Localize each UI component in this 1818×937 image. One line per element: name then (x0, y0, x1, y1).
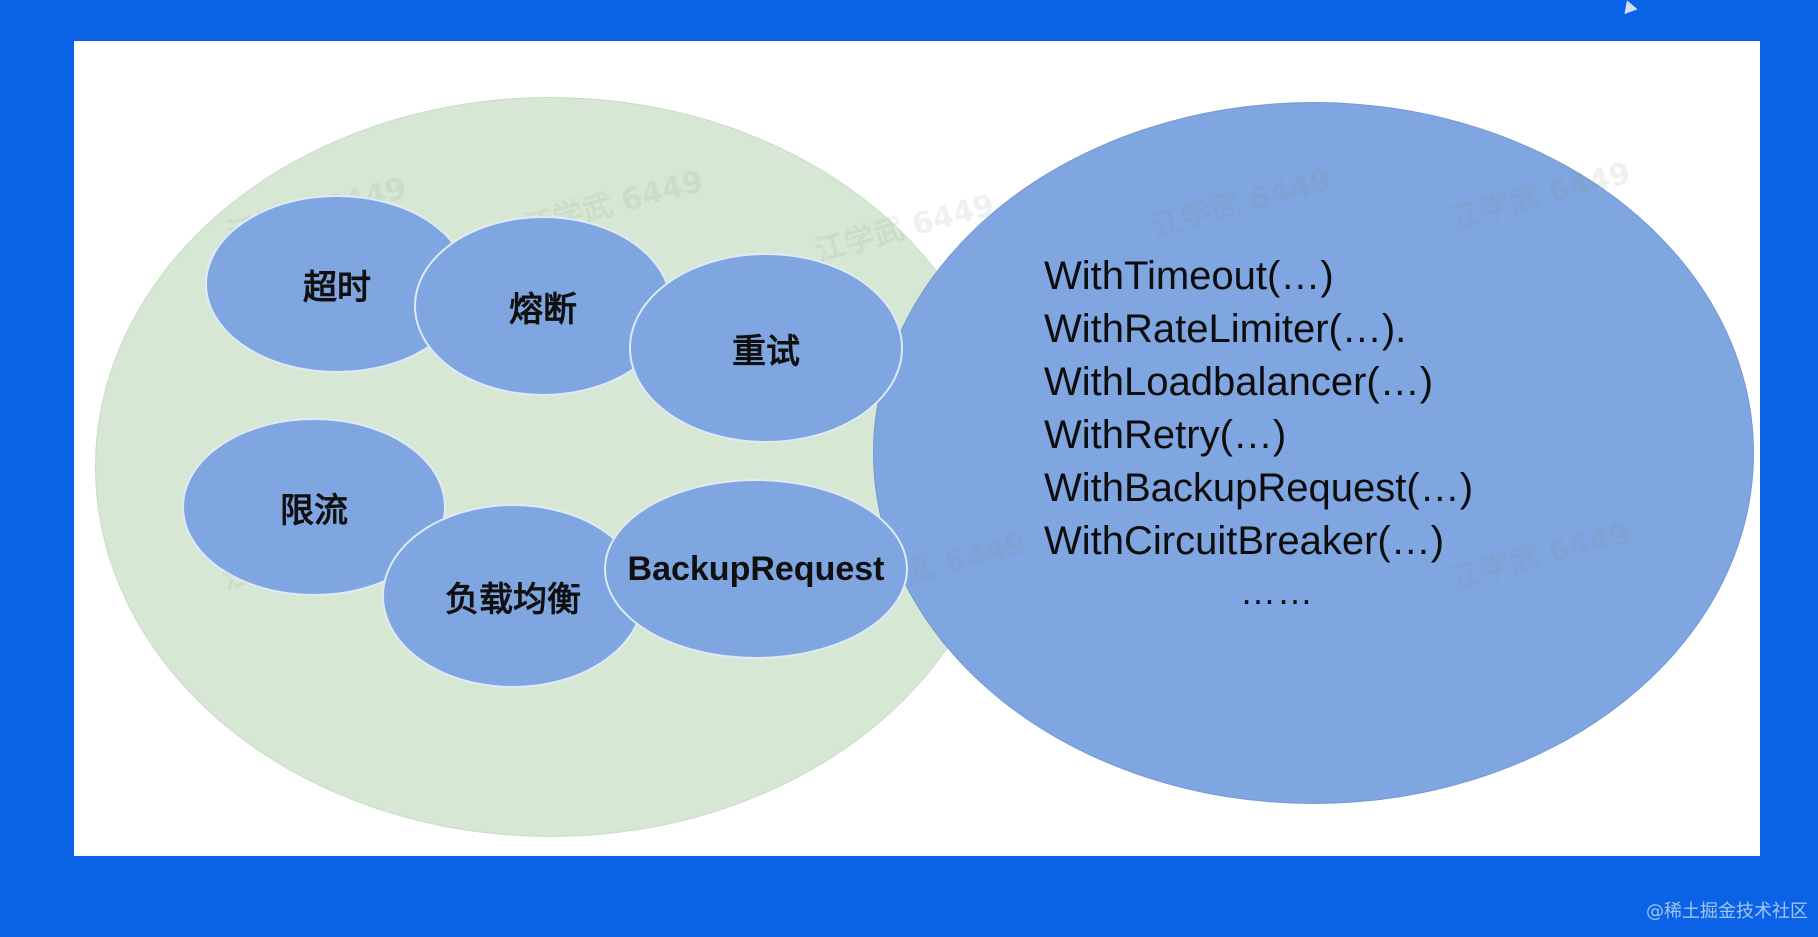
api-option-backup-request: WithBackupRequest(…) (1044, 466, 1474, 510)
api-option-rate-limiter: WithRateLimiter(…). (1044, 307, 1407, 351)
retry-label: 重试 (732, 331, 800, 372)
load-balance-label: 负载均衡 (445, 579, 581, 620)
backup-request-bubble: BackupRequest (604, 479, 908, 659)
retry-bubble: 重试 (629, 253, 903, 443)
api-option-ellipsis: …… (1240, 571, 1314, 612)
circuit-breaker-bubble: 熔断 (414, 216, 672, 396)
api-option-circuit-breaker: WithCircuitBreaker(…) (1044, 519, 1445, 563)
api-option-list: WithTimeout(…) WithRateLimiter(…). WithL… (1044, 250, 1473, 568)
load-balance-bubble: 负载均衡 (382, 504, 644, 688)
circuit-breaker-label: 熔断 (509, 289, 577, 330)
api-option-loadbalancer: WithLoadbalancer(…) (1044, 360, 1434, 404)
api-option-retry: WithRetry(…) (1044, 413, 1287, 457)
cursor-icon (1620, 0, 1638, 15)
backup-request-label: BackupRequest (627, 549, 885, 588)
api-options-circle (873, 102, 1754, 804)
api-option-timeout: WithTimeout(…) (1044, 254, 1334, 298)
source-credit: @稀土掘金技术社区 (1646, 901, 1808, 922)
diagram-slide: 江学武 6449 江学武 6449 江学武 6449 江学武 6449 江学武 … (74, 41, 1760, 856)
rate-limit-label: 限流 (280, 490, 348, 531)
timeout-label: 超时 (303, 267, 371, 308)
